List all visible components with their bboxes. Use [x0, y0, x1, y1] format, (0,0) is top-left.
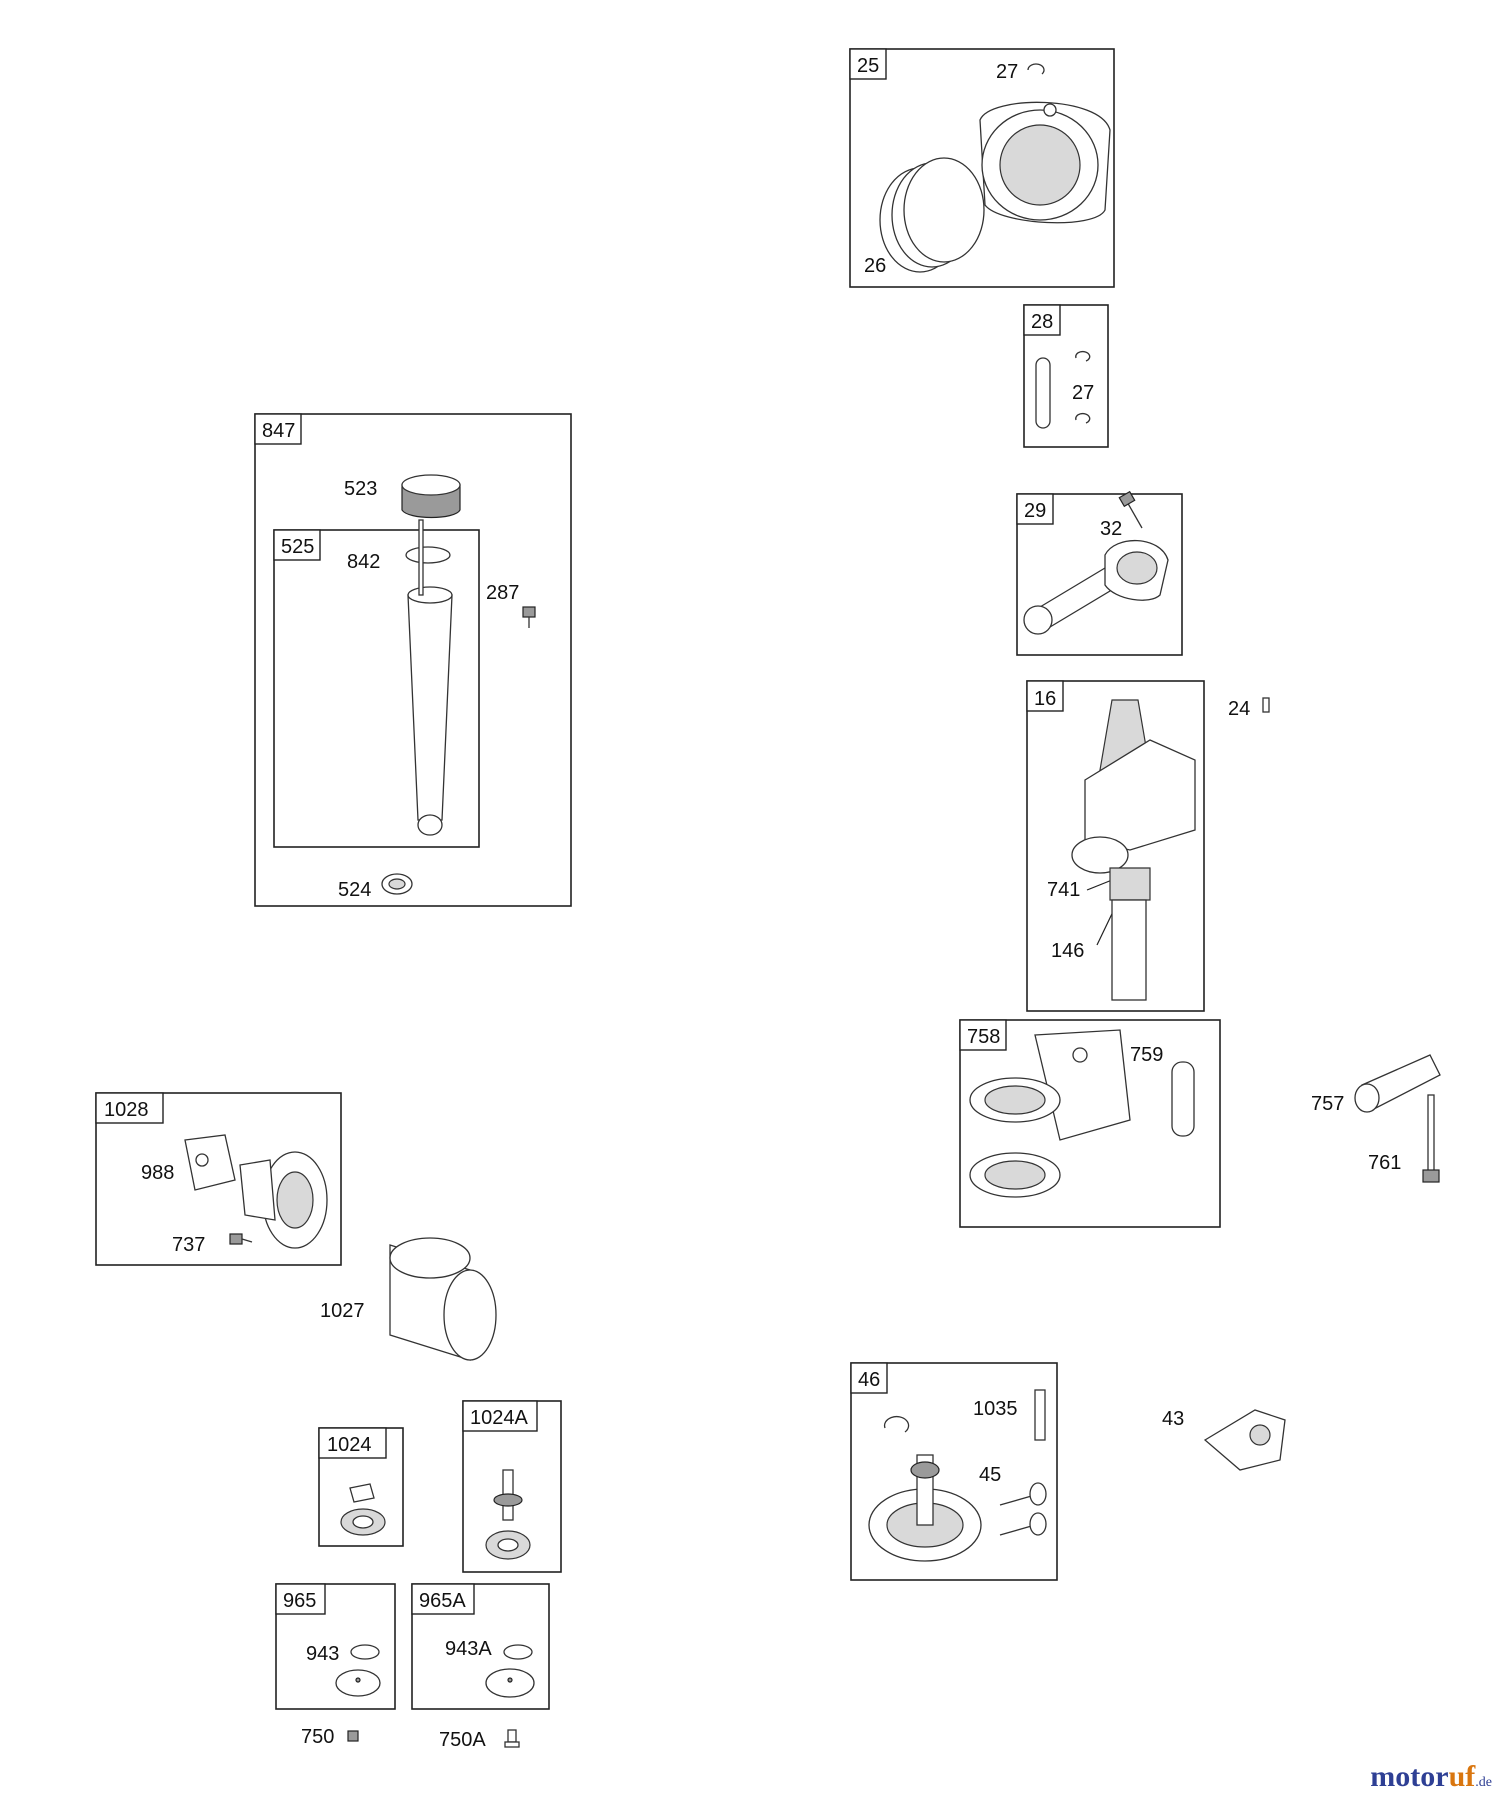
kit-number-965A: 965A — [419, 1590, 466, 1612]
part-number-1027-oil-filter: 1027 — [320, 1300, 365, 1322]
kit-number-25: 25 — [857, 55, 879, 77]
motoruf-watermark: motoruf.de — [1370, 1760, 1492, 1793]
compression-release-icon — [1034, 1389, 1046, 1441]
part-number-523-cap: 523 — [344, 478, 377, 500]
pump-oring-icon — [350, 1644, 380, 1660]
dipstick-cap-icon — [401, 474, 461, 519]
crankshaft-icon — [1071, 699, 1196, 1001]
kit-number-16: 16 — [1034, 688, 1056, 710]
part-number-943-oring: 943 — [306, 1643, 339, 1665]
filter-adapter-icon — [239, 1151, 328, 1249]
kit-1028-oil-filter-adapter[interactable]: 1028 988 737 — [95, 1092, 342, 1266]
oil-pump-shaft-icon — [485, 1469, 531, 1560]
adapter-gasket-icon — [184, 1134, 236, 1191]
counterweight-link-icon — [1354, 1054, 1441, 1113]
part-number-24-key: 24 — [1228, 698, 1250, 720]
cover-screw-icon — [347, 1730, 359, 1742]
part-number-27-clips: 27 — [1072, 382, 1094, 404]
pump-cover-icon — [335, 1669, 381, 1697]
kit-965-pump-cover[interactable]: 965 943 — [275, 1583, 396, 1710]
oring-icon — [405, 546, 451, 564]
kit-758-counterweight[interactable]: 758 759 — [959, 1019, 1221, 1228]
kit-number-965: 965 — [283, 1590, 316, 1612]
pump-cover-a-icon — [485, 1668, 535, 1698]
link-bolt-icon — [1422, 1094, 1440, 1183]
part-number-1035-plunger: 1035 — [973, 1398, 1018, 1420]
part-number-146-key: 146 — [1051, 940, 1084, 962]
kit-number-1028: 1028 — [104, 1099, 149, 1121]
part-number-26-rings: 26 — [864, 255, 886, 277]
part-number-524-grommet: 524 — [338, 879, 371, 901]
kit-number-1024A: 1024A — [470, 1407, 528, 1429]
kit-28-piston-pin[interactable]: 28 27 — [1023, 304, 1109, 448]
oil-filter-icon — [389, 1237, 497, 1361]
kit-number-525: 525 — [281, 536, 314, 558]
governor-assembly-icon — [1203, 1409, 1286, 1471]
part-number-750-screw: 750 — [301, 1726, 334, 1748]
crank-key-icon — [1262, 697, 1270, 713]
pump-oring-a-icon — [503, 1644, 533, 1660]
kit-number-29: 29 — [1024, 500, 1046, 522]
kit-number-847: 847 — [262, 420, 295, 442]
kit-525-dipstick-tube[interactable]: 525 842 — [273, 519, 480, 848]
screw-icon — [522, 606, 536, 628]
part-number-32-rod-bolt: 32 — [1100, 518, 1122, 540]
adapter-fitting-icon — [229, 1233, 253, 1245]
part-number-741-gear: 741 — [1047, 879, 1080, 901]
counterweight-pin-icon — [1171, 1061, 1195, 1137]
kit-number-28: 28 — [1031, 311, 1053, 333]
grommet-icon — [381, 873, 413, 895]
piston-icon — [979, 101, 1111, 224]
part-number-842-oring: 842 — [347, 551, 380, 573]
part-number-761-bolt: 761 — [1368, 1152, 1401, 1174]
cover-screw-a-icon — [504, 1729, 520, 1748]
part-number-45-tappets: 45 — [979, 1464, 1001, 1486]
kit-847-dipstick-assembly[interactable]: 847 523 287 524 525 842 — [254, 413, 572, 907]
oil-pump-rotor-icon — [340, 1483, 386, 1536]
camshaft-gear-icon — [868, 1454, 982, 1562]
part-number-750A-screw: 750A — [439, 1729, 486, 1751]
part-number-43-governor: 43 — [1162, 1408, 1184, 1430]
part-number-287-screw: 287 — [486, 582, 519, 604]
kit-number-46: 46 — [858, 1369, 880, 1391]
connecting-rod-icon — [1023, 539, 1169, 635]
kit-1024A-oil-pump[interactable]: 1024A — [462, 1400, 562, 1573]
cam-clip-icon — [883, 1415, 910, 1433]
circlip-icon — [1027, 63, 1045, 75]
part-number-737-fitting: 737 — [172, 1234, 205, 1256]
rod-bolt-icon — [1118, 490, 1143, 529]
part-number-988-gasket: 988 — [141, 1162, 174, 1184]
tappet-icon — [999, 1482, 1047, 1536]
kit-number-758: 758 — [967, 1026, 1000, 1048]
counterweight-icon — [969, 1029, 1131, 1198]
dipstick-tube-icon — [407, 519, 453, 836]
pin-clip-icon — [1075, 350, 1091, 424]
kit-1024-oil-pump[interactable]: 1024 — [318, 1427, 404, 1547]
piston-pin-icon — [1035, 357, 1051, 429]
part-number-757-link: 757 — [1311, 1093, 1344, 1115]
piston-rings-icon — [879, 157, 985, 273]
kit-29-connecting-rod[interactable]: 29 32 — [1016, 490, 1183, 656]
kit-25-piston-assembly[interactable]: 25 27 26 — [849, 48, 1115, 288]
part-number-27-circlip: 27 — [996, 61, 1018, 83]
kit-16-crankshaft[interactable]: 16 741 146 — [1026, 680, 1205, 1012]
kit-46-camshaft[interactable]: 46 1035 45 — [850, 1362, 1058, 1581]
part-number-759-pin: 759 — [1130, 1044, 1163, 1066]
kit-965A-pump-cover[interactable]: 965A 943A — [411, 1583, 550, 1710]
kit-number-1024: 1024 — [327, 1434, 372, 1456]
part-number-943A-oring: 943A — [445, 1638, 492, 1660]
